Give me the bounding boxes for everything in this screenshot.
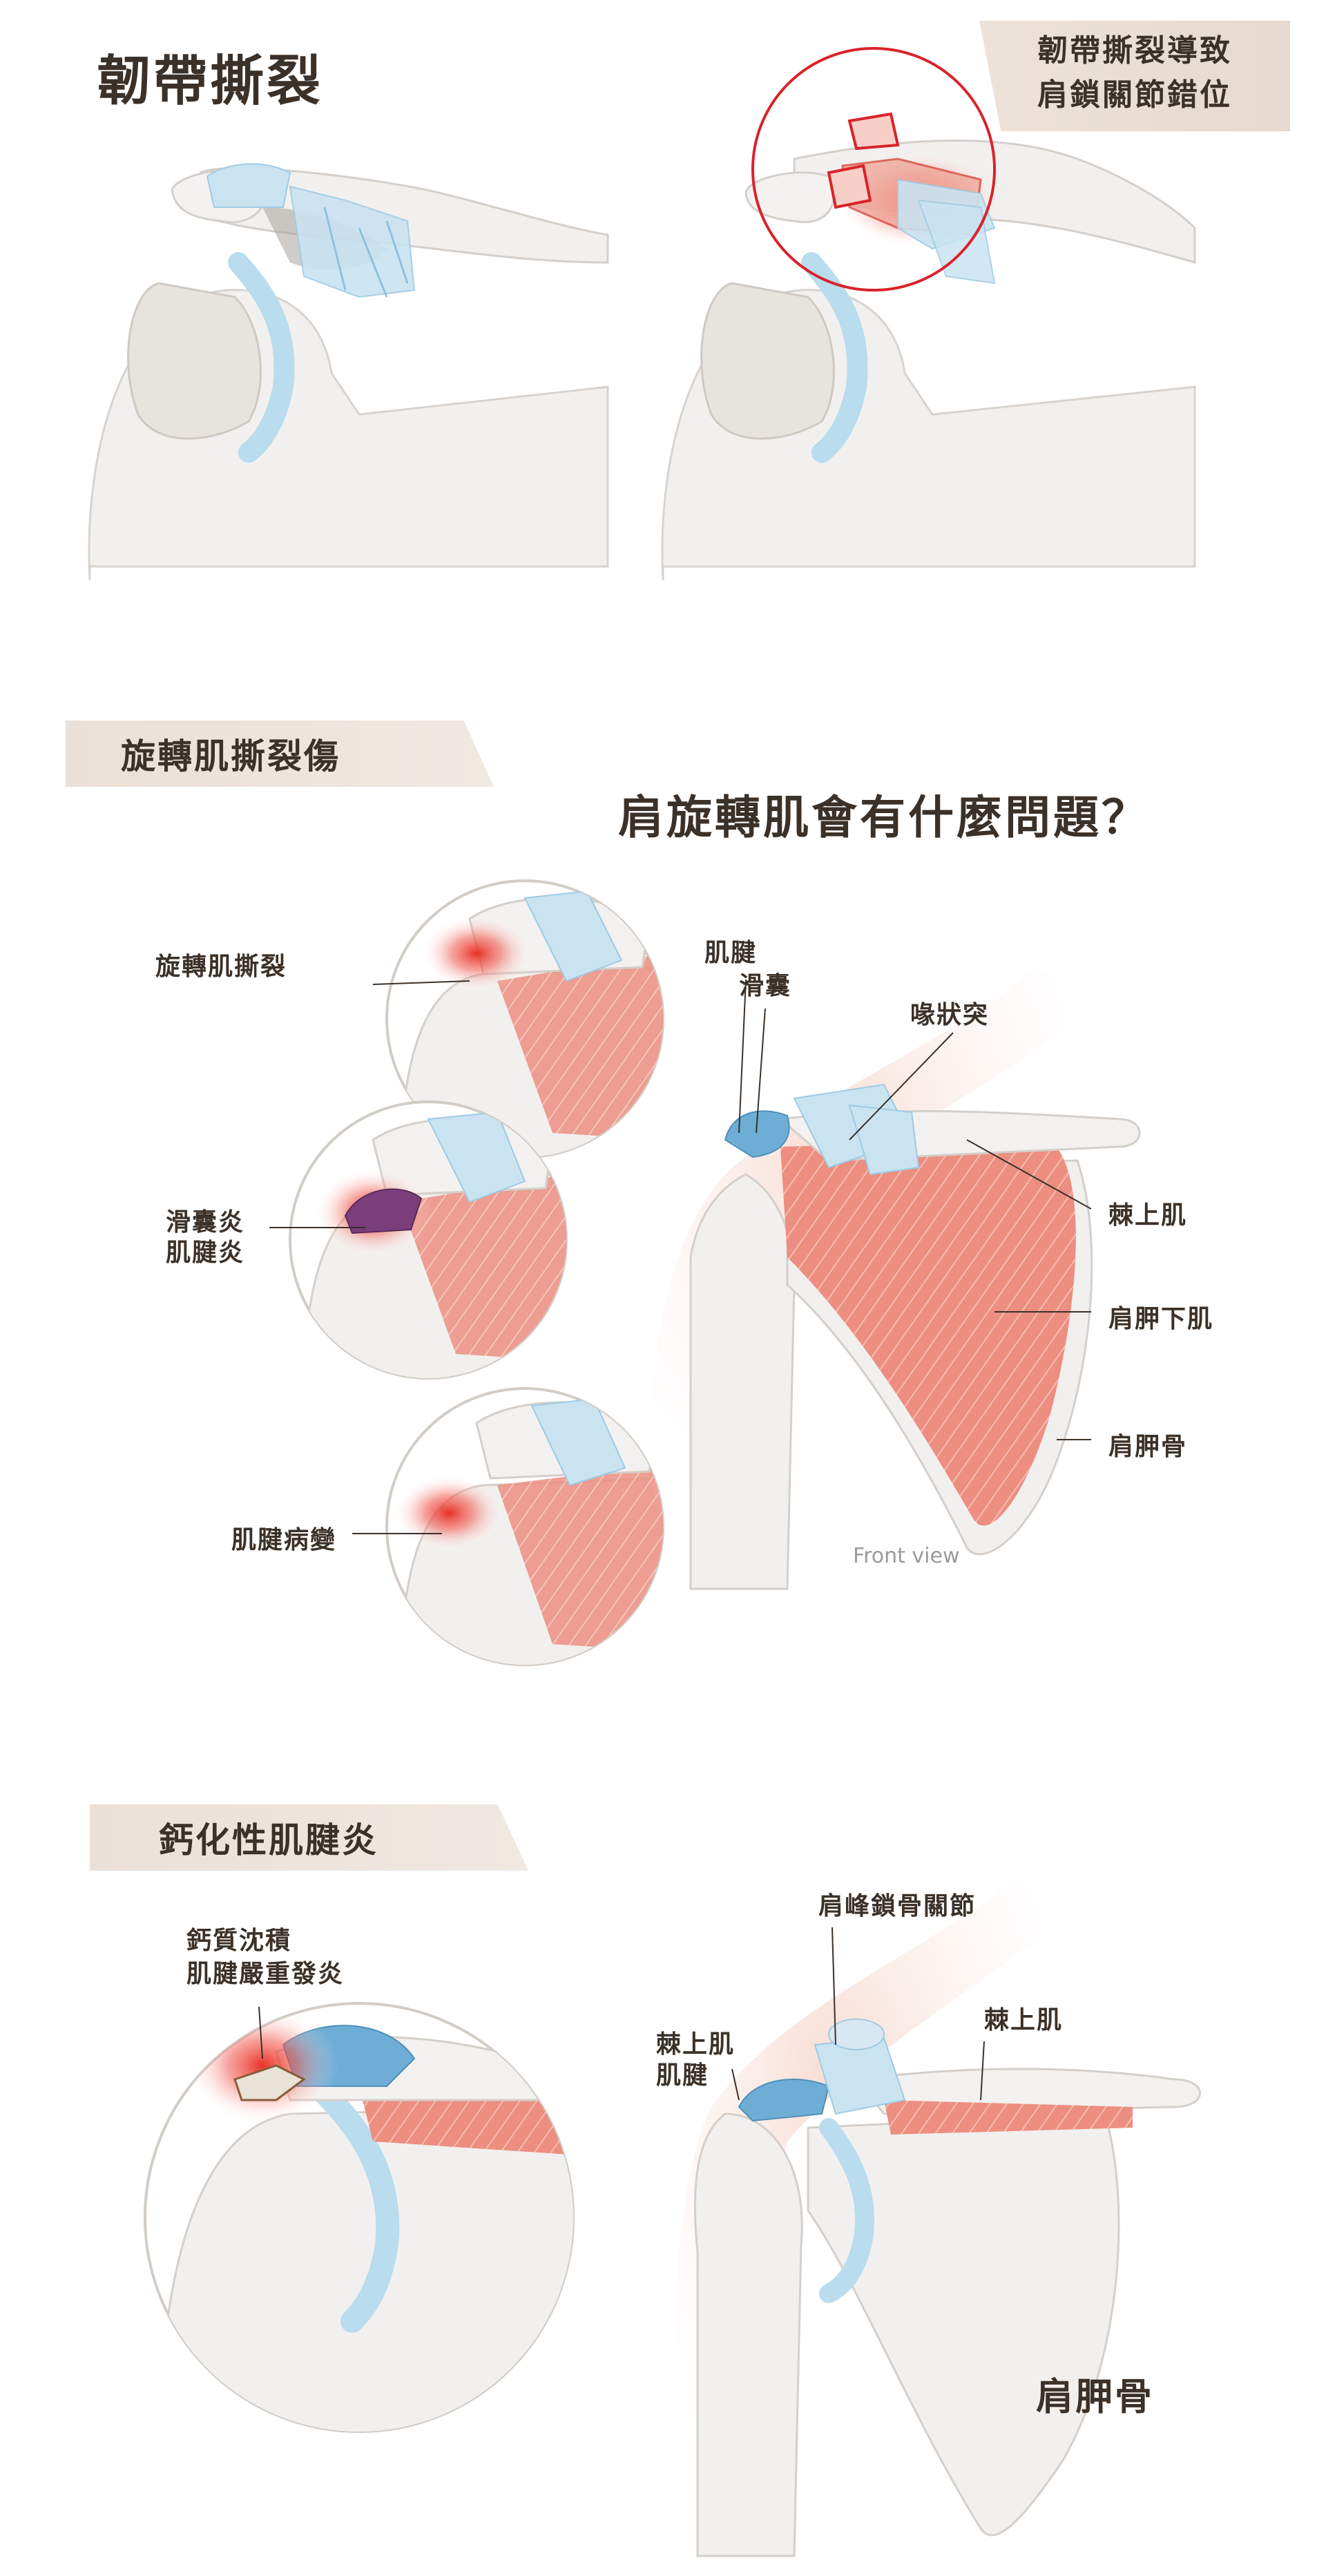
section1-callout: 韌帶撕裂導致 肩鎖關節錯位	[979, 21, 1290, 131]
inset-bursitis	[289, 1100, 568, 1380]
leader-lines-section2	[269, 979, 1092, 1534]
callout-line2: 肩鎖關節錯位	[1037, 77, 1232, 113]
label-tendon: 肌腱	[704, 939, 758, 967]
ac-joint-illustration	[673, 1879, 1201, 2557]
inset-calcific-tendinitis	[144, 2002, 575, 2433]
leader-lines-section3	[258, 1927, 985, 2101]
label-front-view: Front view	[853, 1544, 960, 1568]
front-view-illustration	[652, 967, 1141, 1590]
inset-tendinopathy	[385, 1387, 664, 1666]
section1-title: 韌帶撕裂	[97, 50, 324, 113]
label-scapula-3: 肩胛骨	[1036, 2375, 1154, 2418]
section2-tag: 旋轉肌撕裂傷	[66, 721, 494, 787]
label-subscapularis: 肩胛下肌	[1108, 1305, 1214, 1333]
label-bursa: 滑囊	[739, 972, 792, 1000]
highlight-circle	[751, 47, 996, 292]
label-tendinitis: 肌腱炎	[166, 1239, 245, 1267]
label-calcium-deposit: 鈣質沈積	[186, 1927, 292, 1955]
label-supraspinatus-3: 棘上肌	[984, 2006, 1064, 2034]
section3-tag: 鈣化性肌腱炎	[90, 1804, 528, 1871]
label-coracoid: 喙狀突	[910, 1001, 990, 1029]
label-bursitis: 滑囊炎	[166, 1208, 245, 1237]
callout-line1: 韌帶撕裂導致	[1037, 33, 1232, 68]
label-severe-tendinitis: 肌腱嚴重發炎	[186, 1960, 345, 1988]
label-supraspinatus-tendon-1: 棘上肌	[656, 2030, 736, 2059]
shoulder-injured-illustration	[661, 47, 1196, 581]
shoulder-normal-illustration	[88, 163, 609, 581]
label-ac-joint: 肩峰鎖骨關節	[818, 1892, 977, 1920]
label-supraspinatus: 棘上肌	[1108, 1201, 1188, 1230]
label-rotator-cuff-tear: 旋轉肌撕裂	[155, 953, 287, 981]
label-supraspinatus-tendon-2: 肌腱	[656, 2061, 709, 2090]
inset-rotator-cuff-tear	[385, 879, 664, 1158]
section2-heading: 肩旋轉肌會有什麼問題？	[618, 791, 1150, 844]
label-scapula: 肩胛骨	[1108, 1433, 1188, 1461]
label-tendinopathy: 肌腱病變	[231, 1526, 337, 1554]
